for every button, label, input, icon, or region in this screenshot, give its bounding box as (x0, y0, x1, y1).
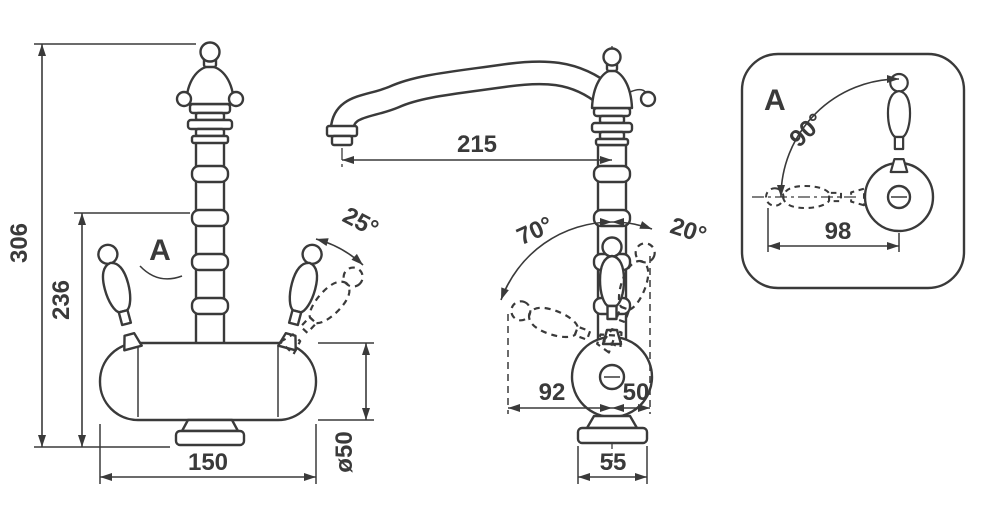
dim-base-width-label: 150 (188, 449, 228, 476)
dim-base-depth-label: 55 (600, 449, 627, 476)
dim-spout-reach-label: 215 (457, 131, 497, 158)
aerator (330, 134, 354, 147)
crown-finial-side (590, 47, 657, 147)
dim-handle-length-label: 98 (825, 218, 852, 245)
dim-spout-reach: 215 (341, 131, 612, 170)
dim-body-diameter-label: ø50 (331, 431, 358, 472)
dim-base-width: 150 (99, 424, 317, 484)
faucet-base-side (576, 414, 649, 445)
dim-upper-height-label: 236 (48, 280, 75, 320)
front-view: 306 236 150 ø50 25° A (6, 41, 383, 484)
spout-side (325, 60, 615, 147)
detail-handle-vertical (886, 72, 912, 174)
angle-90-label: 90° (784, 108, 829, 153)
detail-view-label: A (764, 84, 786, 117)
dim-handle-length: 98 (767, 208, 900, 252)
detail-view-border (740, 52, 966, 290)
faucet-base-front (174, 418, 246, 447)
angle-70-label: 70° (513, 211, 557, 250)
dim-handle-reach-back-label: 50 (623, 379, 650, 406)
dim-base-depth: 55 (577, 446, 648, 484)
dim-total-height: 306 (6, 43, 196, 448)
faucet-body-side (570, 335, 654, 419)
side-view: 215 70° 20° 92 50 55 (325, 46, 710, 484)
crown-finial-front (175, 41, 245, 108)
faucet-body-front (98, 341, 318, 422)
detail-marker-a: A (139, 234, 183, 280)
dim-handle-reach: 92 50 (507, 256, 651, 414)
angle-20-label: 20° (667, 212, 710, 249)
angle-25-label: 25° (338, 202, 383, 243)
faucet-column-front (190, 140, 230, 347)
left-handle (92, 240, 146, 353)
collar-moldings-front (186, 102, 234, 145)
dim-handle-reach-front-label: 92 (539, 379, 566, 406)
dim-upper-height: 236 (48, 212, 190, 447)
detail-view-a: A 90° 98 (740, 52, 966, 290)
handle-escutcheon (863, 161, 935, 233)
dim-total-height-label: 306 (6, 223, 33, 263)
angle-25: 25° (315, 202, 383, 266)
dim-body-diameter: ø50 (318, 342, 374, 473)
detail-marker-a-label: A (149, 234, 171, 267)
